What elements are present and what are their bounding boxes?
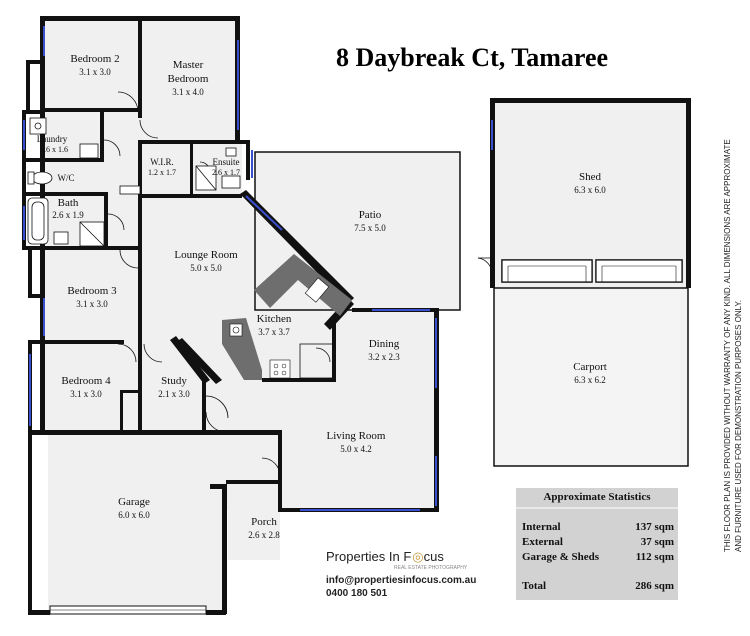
stat-internal-label: Internal bbox=[522, 521, 561, 533]
laundry-name: Laundry bbox=[37, 134, 68, 144]
wc-name: W/C bbox=[58, 173, 75, 183]
windows bbox=[23, 26, 493, 511]
stat-internal-value: 137 sqm bbox=[635, 521, 674, 533]
bedroom-2-dims: 3.1 x 3.0 bbox=[79, 67, 111, 77]
statistics-panel: Approximate Statistics Internal 137 sqm … bbox=[516, 488, 678, 600]
patio-name: Patio bbox=[359, 209, 382, 221]
master-bedroom-dims: 3.1 x 4.0 bbox=[172, 87, 204, 97]
laundry-dims: 2.6 x 1.6 bbox=[40, 145, 68, 154]
shed-dims: 6.3 x 6.0 bbox=[574, 185, 606, 195]
dining-name: Dining bbox=[369, 338, 400, 350]
disclaimer: THIS FLOOR PLAN IS PROVIDED WITHOUT WARR… bbox=[723, 139, 743, 552]
bedroom-2-name: Bedroom 2 bbox=[70, 53, 119, 65]
disclaimer-line-1: THIS FLOOR PLAN IS PROVIDED WITHOUT WARR… bbox=[723, 139, 732, 552]
study-dims: 2.1 x 3.0 bbox=[158, 389, 190, 399]
master-bedroom-name-line1: Master bbox=[173, 59, 204, 71]
ensuite-dims: 2.6 x 1.7 bbox=[212, 168, 240, 177]
wir-name: W.I.R. bbox=[150, 157, 173, 167]
bedroom-4-dims: 3.1 x 3.0 bbox=[70, 389, 102, 399]
brand-logo-o-icon: ◎ bbox=[412, 549, 423, 564]
kitchen-bench bbox=[222, 254, 352, 380]
bedroom-3-dims: 3.1 x 3.0 bbox=[76, 299, 108, 309]
carport-name: Carport bbox=[573, 361, 607, 373]
shed-name: Shed bbox=[579, 171, 602, 183]
door-swings bbox=[103, 91, 331, 477]
bath-name: Bath bbox=[58, 197, 79, 209]
shed-area bbox=[492, 100, 688, 288]
ensuite-name: Ensuite bbox=[213, 157, 240, 167]
bedroom-4-name: Bedroom 4 bbox=[61, 375, 111, 387]
living-room-name: Living Room bbox=[327, 430, 386, 442]
brand-name: Properties In F◎cus bbox=[326, 549, 444, 564]
stat-external-label: External bbox=[522, 536, 563, 548]
shed-doors bbox=[477, 257, 683, 283]
bedroom-3-name: Bedroom 3 bbox=[67, 285, 117, 297]
garage-name: Garage bbox=[118, 496, 150, 508]
carport-area bbox=[493, 287, 689, 467]
disclaimer-line-2: AND FURNITURE USED FOR DEMONSTRATION PUR… bbox=[734, 300, 743, 552]
stat-garage-sheds-value: 112 sqm bbox=[636, 551, 674, 563]
lounge-room-name: Lounge Room bbox=[174, 249, 238, 261]
porch-dims: 2.6 x 2.8 bbox=[248, 530, 280, 540]
wir-dims: 1.2 x 1.7 bbox=[148, 168, 176, 177]
contact-phone[interactable]: 0400 180 501 bbox=[326, 588, 388, 599]
master-bedroom-name-line2: Bedroom bbox=[168, 73, 209, 85]
contact-email[interactable]: info@propertiesinfocus.com.au bbox=[326, 575, 476, 586]
stat-total-value: 286 sqm bbox=[635, 580, 674, 592]
brand-block: Properties In F◎cus REAL ESTATE PHOTOGRA… bbox=[326, 549, 476, 599]
patio-dims: 7.5 x 5.0 bbox=[354, 223, 386, 233]
stat-garage-sheds-label: Garage & Sheds bbox=[522, 551, 600, 563]
carport-dims: 6.3 x 6.2 bbox=[574, 375, 606, 385]
study-name: Study bbox=[161, 375, 187, 387]
bath-dims: 2.6 x 1.9 bbox=[52, 210, 84, 220]
house-floor bbox=[42, 18, 436, 614]
brand-tagline: REAL ESTATE PHOTOGRAPHY bbox=[394, 565, 468, 571]
statistics-title: Approximate Statistics bbox=[543, 491, 651, 503]
garage-dims: 6.0 x 6.0 bbox=[118, 510, 150, 520]
kitchen-name: Kitchen bbox=[257, 313, 292, 325]
lounge-room-dims: 5.0 x 5.0 bbox=[190, 263, 222, 273]
stat-total-label: Total bbox=[522, 580, 546, 592]
bathroom-fixtures bbox=[27, 117, 241, 247]
living-room-dims: 5.0 x 4.2 bbox=[340, 444, 372, 454]
room-labels: Bedroom 2 3.1 x 3.0 Master Bedroom 3.1 x… bbox=[37, 53, 607, 540]
dining-dims: 3.2 x 2.3 bbox=[368, 352, 400, 362]
porch-name: Porch bbox=[251, 516, 277, 528]
stat-external-value: 37 sqm bbox=[641, 536, 674, 548]
page-title: 8 Daybreak Ct, Tamaree bbox=[336, 43, 608, 72]
kitchen-dims: 3.7 x 3.7 bbox=[258, 327, 290, 337]
garage-door bbox=[49, 605, 207, 615]
